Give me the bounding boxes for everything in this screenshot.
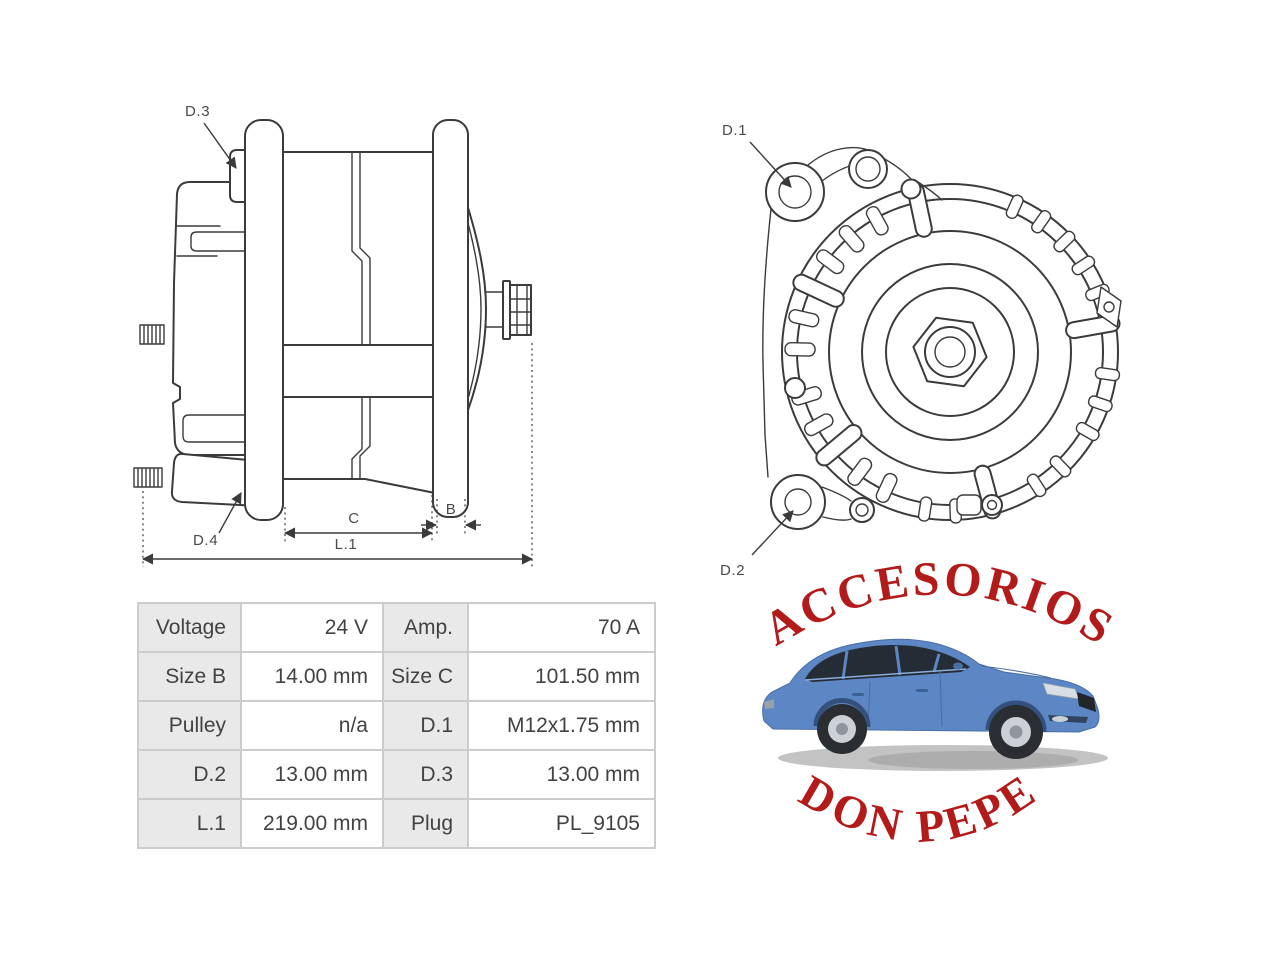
- spec-label: Plug: [382, 798, 469, 849]
- spec-value: 24 V: [240, 602, 384, 653]
- mounting-hole-d2: [784, 488, 812, 516]
- alternator-front-view-drawing: D.1 D.2: [720, 122, 1122, 579]
- car-door-handle: [916, 689, 928, 692]
- spec-label: D.1: [382, 700, 469, 751]
- callout-leader-d4: [218, 492, 242, 534]
- car-mirror: [953, 662, 963, 670]
- terminal-stud-upper: [139, 324, 165, 345]
- crossbar-lines: [282, 344, 436, 398]
- callout-leader-d3: [203, 122, 237, 169]
- mounting-ear-top: [229, 149, 245, 203]
- rear-housing: [172, 181, 248, 456]
- housing-slot-upper: [190, 231, 245, 252]
- dimension-label-l1: L.1: [335, 536, 358, 553]
- spec-label: Voltage: [137, 602, 242, 653]
- front-housing-inner: [462, 204, 482, 410]
- car-taillight: [764, 699, 774, 709]
- spec-value: 13.00 mm: [467, 749, 656, 800]
- spec-label: Size C: [382, 651, 469, 702]
- spec-value: 14.00 mm: [240, 651, 384, 702]
- spec-value: PL_9105: [467, 798, 656, 849]
- boss-bottom-hole: [855, 503, 869, 517]
- spec-value: 70 A: [467, 602, 656, 653]
- branding-block: ACCESORIOS DON PEPE: [755, 552, 1124, 852]
- spec-value: n/a: [240, 700, 384, 751]
- car-pillars: [841, 645, 941, 680]
- spec-row: D.2 13.00 mm D.3 13.00 mm: [137, 749, 656, 800]
- spec-value: M12x1.75 mm: [467, 700, 656, 751]
- spec-value: 219.00 mm: [240, 798, 384, 849]
- car-door-handle: [852, 693, 864, 696]
- callout-label-d2: D.2: [720, 562, 745, 579]
- small-hole-top: [900, 178, 922, 200]
- hub-ring-inner: [885, 287, 1015, 417]
- mounting-hole-d1: [778, 175, 812, 209]
- dimension-label-b: B: [446, 501, 457, 518]
- callout-label-d4: D.4: [193, 532, 218, 549]
- spec-row: Voltage 24 V Amp. 70 A: [137, 602, 656, 653]
- front-housing-bulge: [465, 200, 487, 414]
- dimension-extension-lines: [142, 343, 533, 567]
- spec-label: L.1: [137, 798, 242, 849]
- spec-row: L.1 219.00 mm Plug PL_9105: [137, 798, 656, 849]
- bottom-right-hole: [986, 499, 998, 511]
- callout-label-d3: D.3: [185, 103, 210, 120]
- spec-label: D.2: [137, 749, 242, 800]
- drive-shaft: [484, 291, 505, 328]
- car-rear-wheel: [817, 704, 867, 754]
- car-front-wheel: [989, 705, 1043, 759]
- bracket-leg-left: [244, 119, 284, 521]
- car-fog-light: [1052, 716, 1068, 722]
- spec-label: Size B: [137, 651, 242, 702]
- car-shadow-inner: [868, 751, 1078, 769]
- housing-ledge-lines: [176, 225, 221, 257]
- mounting-plate-edge: [762, 208, 772, 478]
- car-image: [762, 638, 1108, 771]
- lug-connector-lines: [807, 146, 943, 521]
- pulley: [502, 280, 532, 340]
- boss-top-hole: [855, 156, 881, 182]
- callout-leader-d2: [751, 510, 794, 556]
- car-wheel-arches: [813, 698, 1047, 733]
- spec-value: 101.50 mm: [467, 651, 656, 702]
- stator-body: [282, 151, 436, 494]
- spec-label: D.3: [382, 749, 469, 800]
- spec-table: Voltage 24 V Amp. 70 A Size B 14.00 mm S…: [137, 602, 656, 849]
- shaft-bore-circle: [934, 336, 966, 368]
- spec-label: Amp.: [382, 602, 469, 653]
- dimension-label-c: C: [348, 510, 359, 527]
- brand-arc-bottom: DON PEPE: [791, 763, 1046, 852]
- spec-row: Size B 14.00 mm Size C 101.50 mm: [137, 651, 656, 702]
- callout-label-d1: D.1: [722, 122, 747, 139]
- bottom-bracket: [956, 494, 982, 516]
- spec-value: 13.00 mm: [240, 749, 384, 800]
- bracket-leg-right: [432, 119, 469, 518]
- car-beltline: [804, 668, 967, 681]
- small-hole-left: [784, 377, 806, 399]
- callout-leader-d1: [749, 141, 792, 188]
- hub-ring-outer: [861, 263, 1039, 441]
- brand-arc-top: ACCESORIOS: [755, 552, 1124, 656]
- alternator-side-view-drawing: C B L.1 D.3 D.4: [133, 103, 534, 567]
- terminal-stud-lower: [133, 467, 163, 488]
- spec-label: Pulley: [137, 700, 242, 751]
- stator-joint-lines: [351, 151, 371, 480]
- car-grille: [1077, 692, 1096, 712]
- right-tab-hole: [1103, 301, 1115, 313]
- housing-slot-lower: [182, 414, 245, 443]
- spec-row: Pulley n/a D.1 M12x1.75 mm: [137, 700, 656, 751]
